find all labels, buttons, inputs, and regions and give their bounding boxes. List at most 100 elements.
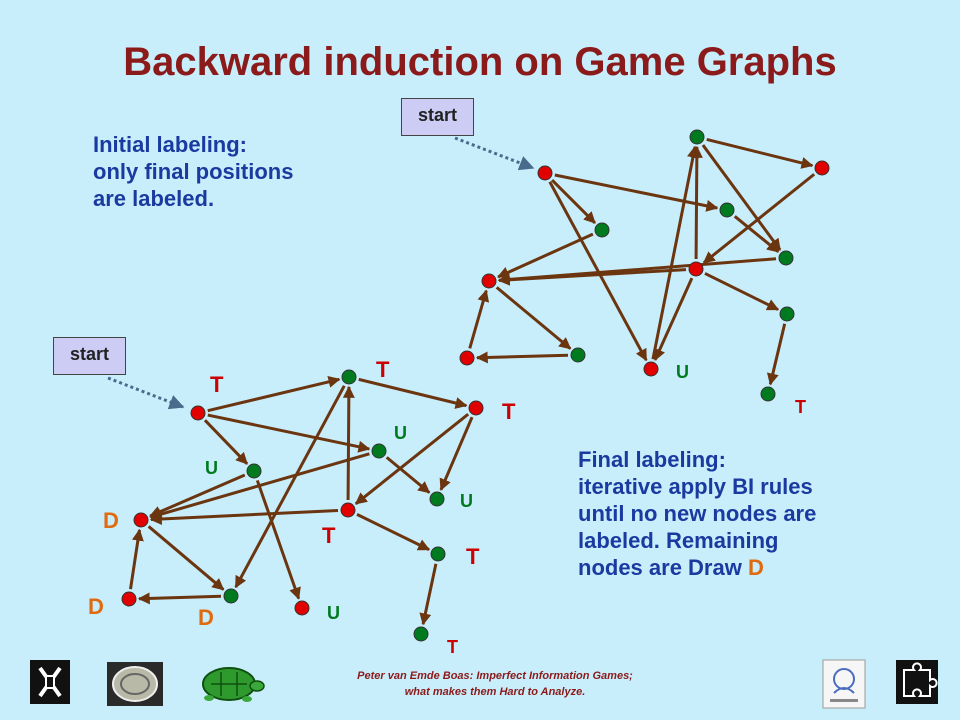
bottom-node-12 — [413, 626, 429, 642]
initial-labeling-text: Initial labeling: only final positions a… — [93, 131, 293, 212]
bottom-edge-16 — [342, 385, 355, 501]
top-node-9 — [570, 347, 586, 363]
bottom-node-6 — [340, 502, 356, 518]
puzzle-icon — [896, 660, 938, 704]
bottom-node-11 — [294, 600, 310, 616]
bottom-graph-edges — [129, 375, 474, 626]
bottom-node-5 — [429, 491, 445, 507]
initial-line-2: only final positions — [93, 159, 294, 184]
top-node-12 — [760, 386, 776, 402]
start-arrow-bottom — [107, 376, 185, 410]
top-edge-17 — [497, 257, 777, 286]
bottom-edge-6 — [149, 473, 246, 518]
bottom-node-8 — [430, 546, 446, 562]
bottom-node-0 — [190, 405, 206, 421]
top-edge-1 — [554, 173, 719, 212]
top-edge-10 — [468, 289, 490, 349]
bottom-edge-8 — [356, 513, 431, 551]
top-node-5 — [778, 250, 794, 266]
top-label-t: T — [795, 397, 806, 417]
bottom-node-10 — [121, 591, 137, 607]
bottom-edge-10 — [137, 592, 222, 605]
top-graph-nodes — [459, 129, 830, 402]
top-edge-5 — [497, 232, 594, 279]
bottom-node-7 — [133, 512, 149, 528]
bottom-label-5: U — [460, 491, 473, 511]
top-node-0 — [537, 165, 553, 181]
bottom-edge-0 — [207, 375, 341, 413]
coin-icon — [107, 662, 163, 706]
bottom-label-2: T — [502, 399, 516, 424]
final-labeling-text: Final labeling: iterative apply BI rules… — [578, 446, 816, 581]
top-edge-15 — [690, 145, 703, 260]
final-line-3: until no new nodes are — [578, 501, 817, 526]
top-edge-16 — [653, 277, 694, 361]
page-title: Backward induction on Game Graphs — [123, 40, 837, 84]
bottom-label-4: U — [205, 458, 218, 478]
bottom-edge-14 — [234, 385, 346, 589]
start-box-top: start — [401, 98, 474, 136]
bottom-edge-4 — [385, 456, 431, 494]
bottom-node-2 — [468, 400, 484, 416]
footer-line-1: Peter van Emde Boas: Imperfect Informati… — [357, 670, 633, 682]
top-graph-edges — [468, 137, 816, 386]
bottom-edge-12 — [419, 563, 438, 626]
final-line-2: iterative apply BI rules — [578, 474, 813, 499]
top-edge-3 — [702, 173, 816, 264]
top-edge-9 — [766, 323, 787, 386]
top-edge-12 — [548, 181, 648, 362]
final-line-5: nodes are Draw D — [578, 555, 764, 580]
bottom-edge-17 — [255, 479, 301, 600]
bottom-graph-nodes — [121, 369, 484, 642]
footer-line-2: what makes them Hard to Analyze. — [404, 686, 586, 698]
book-cover-icon — [822, 659, 866, 709]
bottom-edge-2 — [207, 413, 371, 453]
top-edge-7 — [704, 272, 780, 311]
top-edge-2 — [706, 137, 814, 169]
bottom-node-9 — [223, 588, 239, 604]
bottom-edge-5 — [354, 413, 470, 505]
bottom-label-10: D — [198, 605, 214, 630]
top-node-10 — [459, 350, 475, 366]
bottom-node-3 — [371, 443, 387, 459]
final-line-1: Final labeling: — [578, 447, 726, 472]
bottom-edge-9 — [147, 525, 225, 591]
top-edge-14 — [651, 145, 699, 360]
start-arrow-top — [454, 136, 535, 171]
start-box-bottom: start — [53, 337, 126, 375]
initial-line-3: are labeled. — [93, 186, 215, 211]
bottom-edge-15 — [439, 416, 474, 491]
draw-letter: D — [747, 555, 764, 580]
initial-line-1: Initial labeling: — [93, 132, 248, 157]
top-edge-11 — [475, 351, 569, 364]
top-node-6 — [688, 261, 704, 277]
bottom-label-3: U — [394, 423, 407, 443]
final-line-4: labeled. Remaining — [578, 528, 779, 553]
bottom-label-11: U — [327, 603, 340, 623]
bottom-label-1: T — [376, 357, 390, 382]
top-node-1 — [689, 129, 705, 145]
top-node-8 — [779, 306, 795, 322]
bottom-label-9: D — [88, 594, 104, 619]
top-node-7 — [481, 273, 497, 289]
top-node-11 — [643, 361, 659, 377]
bottom-node-1 — [341, 369, 357, 385]
top-edge-8 — [495, 286, 572, 350]
bottom-edge-7 — [149, 508, 339, 525]
top-node-2 — [814, 160, 830, 176]
top-node-3 — [719, 202, 735, 218]
top-edge-0 — [551, 179, 596, 224]
bottom-edge-11 — [129, 528, 144, 590]
bottom-label-7: T — [322, 523, 336, 548]
bottom-label-12: T — [447, 637, 458, 657]
bottom-edge-3 — [203, 419, 249, 465]
bottom-node-4 — [246, 463, 262, 479]
bottom-edge-1 — [358, 377, 468, 409]
bottom-label-6: D — [103, 508, 119, 533]
top-label-u: U — [676, 362, 689, 382]
footer-credit: Peter van Emde Boas: Imperfect Informati… — [300, 668, 690, 700]
turtle-icon — [197, 662, 265, 706]
top-edge-13 — [701, 144, 782, 251]
bottom-label-0: T — [210, 372, 224, 397]
